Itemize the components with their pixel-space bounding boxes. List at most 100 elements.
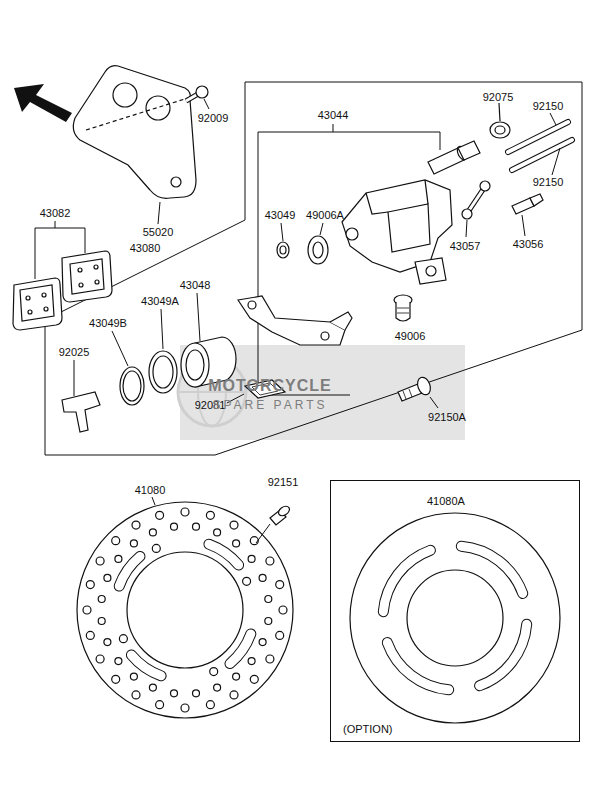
brake-disc-option [387, 643, 448, 690]
brake-pad [70, 259, 104, 294]
brake-disc [276, 581, 284, 589]
rubber-boot [490, 122, 510, 138]
brake-pad [42, 293, 46, 297]
callout-number: 49006 [395, 330, 426, 342]
brake-disc [77, 497, 293, 718]
brake-disc-option [387, 643, 448, 690]
callout-number: 55020 [143, 226, 174, 238]
brake-disc [209, 544, 239, 565]
bolt [397, 313, 409, 314]
brake-disc-option [383, 550, 430, 611]
watermark-text: SPARE PARTS [212, 399, 327, 412]
rubber-boot [495, 126, 505, 134]
brake-disc [98, 596, 105, 603]
brake-disc [279, 606, 287, 614]
spring-clip [74, 360, 75, 396]
brake-disc [131, 655, 161, 676]
seal [313, 242, 323, 258]
brake-disc [149, 684, 156, 691]
brake-disc [265, 596, 272, 603]
brake-disc [181, 508, 189, 516]
brake-disc-option [461, 546, 522, 593]
brake-disc [104, 639, 111, 646]
callout-number: 92150 [533, 176, 564, 188]
leader-line [204, 99, 209, 109]
brake-disc [119, 556, 140, 586]
brake-disc [259, 639, 266, 646]
brake-disc [132, 521, 140, 529]
caliper-bracket [238, 296, 345, 345]
seal [308, 236, 328, 264]
brake-pad [62, 251, 112, 302]
seal [280, 246, 286, 254]
piston-seal [153, 356, 173, 388]
caliper-body [342, 180, 452, 284]
callout-number: 92009 [198, 112, 229, 124]
piston-seal [112, 331, 128, 366]
piston [197, 293, 200, 341]
bleeder-valve [530, 194, 543, 206]
callout-number: 92151 [268, 476, 299, 488]
bracket-line [35, 221, 85, 279]
bolt [186, 86, 208, 101]
brake-disc [115, 555, 122, 562]
brake-disc [112, 675, 120, 683]
brake-disc-option [383, 550, 430, 611]
brake-pad [28, 310, 32, 314]
brake-disc-option [480, 624, 527, 685]
brake-disc [209, 544, 239, 565]
pad-pin [512, 140, 572, 170]
caliper-body [415, 258, 446, 284]
callout-number: 43080 [130, 242, 161, 254]
callout-number: 43049 [265, 209, 296, 221]
brake-disc [193, 690, 200, 697]
brake-disc-option [350, 513, 560, 723]
brake-disc [83, 508, 287, 712]
brake-pad [78, 268, 82, 272]
brake-disc [206, 701, 214, 709]
caliper-mount-bracket [73, 66, 196, 199]
caliper-body [342, 180, 452, 272]
direction-arrow [14, 84, 72, 122]
caliper-mount-bracket [171, 177, 181, 187]
bolt [403, 391, 406, 399]
brake-disc [130, 673, 137, 680]
callout-number: 43048 [180, 279, 211, 291]
piston-seal [161, 309, 163, 349]
brake-pad [13, 278, 62, 330]
brake-disc [152, 497, 155, 505]
brake-disc [233, 540, 240, 547]
brake-disc [86, 581, 94, 589]
piston [181, 343, 209, 387]
piston-seal [149, 351, 177, 393]
brake-pad [94, 265, 98, 269]
pad-pin [512, 140, 572, 170]
brake-disc [171, 690, 178, 697]
piston [181, 293, 236, 387]
brake-disc [233, 673, 240, 680]
bolt [409, 389, 412, 397]
caliper-mount-bracket [86, 98, 188, 130]
brake-disc [181, 704, 189, 712]
brake-disc [210, 668, 218, 676]
option-note: (OPTION) [343, 723, 393, 735]
brake-disc [193, 523, 200, 530]
bracket-line [55, 221, 56, 228]
caliper-bracket [321, 332, 329, 340]
brake-pad [20, 285, 54, 321]
spring-clip [62, 360, 100, 432]
brake-disc [206, 511, 214, 519]
brake-disc [132, 691, 140, 699]
brake-disc [83, 606, 91, 614]
brake-disc-option [480, 624, 527, 685]
brake-disc [214, 684, 221, 691]
caliper-body [426, 266, 436, 276]
bolt [394, 295, 412, 321]
brake-disc [86, 631, 94, 639]
direction-arrow [14, 84, 72, 122]
brake-disc [266, 655, 274, 663]
brake-disc [250, 675, 258, 683]
caliper-bracket [330, 312, 352, 330]
caliper-bracket [238, 296, 352, 345]
brake-disc [171, 523, 178, 530]
